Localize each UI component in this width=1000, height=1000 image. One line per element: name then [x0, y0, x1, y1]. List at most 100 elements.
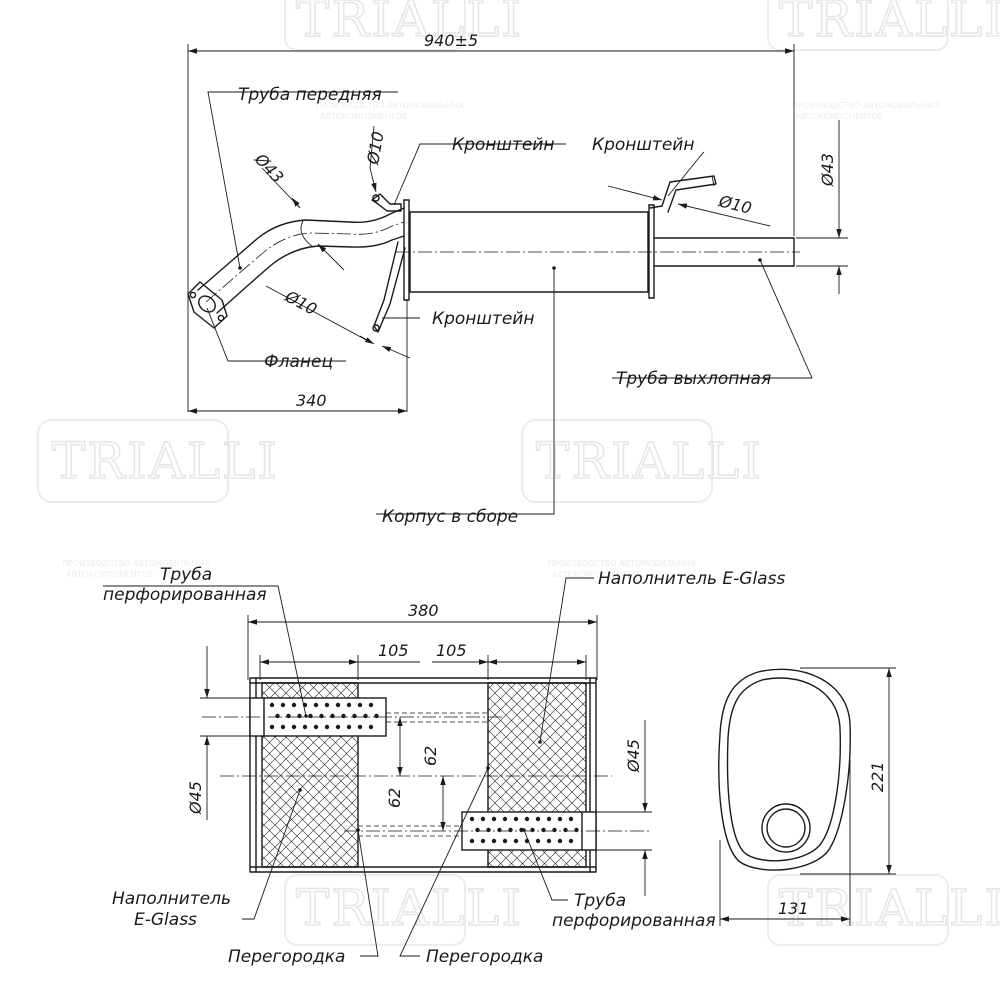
watermark-brand: TRIALLI — [779, 879, 1000, 937]
perforation-hole — [346, 724, 352, 730]
perforation-hole — [335, 724, 341, 730]
perforation-hole — [574, 827, 579, 833]
watermark-bottom-left: TRIALLI — [284, 874, 522, 946]
perforation-hole — [530, 827, 535, 833]
flange — [187, 281, 228, 329]
dimension-diam-left-value: Ø45 — [186, 781, 205, 815]
perforation-hole — [357, 702, 363, 708]
perforation-hole — [308, 713, 313, 719]
dimension-total-length: 940±5 — [187, 31, 795, 412]
label-filler-bottom-line1: Наполнитель — [112, 889, 231, 909]
perforation-hole — [480, 838, 486, 844]
watermark-brand: TRIALLI — [296, 0, 523, 48]
dimension-diam-exhaust: Ø43 — [796, 120, 848, 294]
watermark-mid-left: TRIALLI — [37, 419, 278, 503]
perforation-hole — [535, 838, 541, 844]
perforation-hole — [319, 713, 324, 719]
muffler-body — [396, 199, 800, 301]
perforation-hole — [352, 713, 357, 719]
dimension-offset-upper: 62 — [397, 717, 440, 776]
top-view: 940±5 340 — [187, 31, 848, 527]
label-baffle-2: Перегородка — [426, 947, 543, 967]
watermark-brand: TRIALLI — [779, 0, 1000, 48]
perforation-hole — [286, 713, 291, 719]
label-perforated-pipe-top-line1: Труба — [160, 565, 212, 585]
perforation-hole — [374, 713, 379, 719]
watermark-tagline: АВТОКОМПОНЕНТОВ — [320, 112, 407, 121]
perforation-hole — [346, 702, 352, 708]
dimension-diam-exhaust-value: Ø43 — [818, 153, 837, 187]
perforation-hole — [557, 838, 563, 844]
perforation-hole — [324, 724, 330, 730]
watermark-brand: TRIALLI — [536, 432, 763, 490]
dimension-diam-front-pipe-value: Ø43 — [250, 149, 287, 187]
dimension-offset-lower: 62 — [385, 776, 446, 831]
perforation-hole — [269, 724, 275, 730]
perforation-hole — [363, 713, 368, 719]
perforation-hole — [368, 724, 374, 730]
perforation-hole — [269, 702, 275, 708]
dimension-front-length-value: 340 — [296, 391, 327, 410]
exhaust-pipe — [653, 237, 795, 267]
end-view-body — [718, 668, 851, 871]
perforation-hole — [330, 713, 335, 719]
perforations-bottom — [469, 816, 579, 844]
dimension-section-length-value: 380 — [408, 601, 439, 620]
dimension-offset-lower-value: 62 — [385, 788, 404, 808]
dimension-offset-1-value: 105 — [378, 641, 409, 660]
perforation-hole — [541, 827, 546, 833]
perforation-hole — [313, 724, 319, 730]
perforation-hole — [546, 816, 552, 822]
dimension-end-width-value: 131 — [778, 899, 809, 918]
dimension-end-width: 131 — [719, 760, 851, 926]
perforation-hole — [341, 713, 346, 719]
dimension-end-height: 221 — [800, 667, 896, 875]
perforation-hole — [280, 724, 286, 730]
label-body-assembly: Корпус в сборе — [382, 507, 518, 527]
dimension-diam-bracket-top: Ø10 — [363, 125, 388, 193]
dimension-diam-bracket-bottom: Ø10 — [265, 285, 411, 359]
bracket-top-left — [371, 193, 402, 212]
perforated-pipe-top — [202, 697, 505, 737]
watermark-group: TRIALLI TRIALLI ПРОИЗВОДСТВО АВТОМОБИЛЬН… — [37, 0, 1000, 946]
dimension-section-offsets: 105 105 — [259, 641, 587, 680]
bracket-bottom-left — [372, 241, 406, 333]
perforation-hole — [291, 702, 297, 708]
dimension-diam-bracket-top-value: Ø10 — [363, 130, 388, 167]
dimension-total-length-value: 940±5 — [424, 31, 478, 50]
perforated-pipe-bottom — [344, 811, 650, 851]
perforation-hole — [335, 702, 341, 708]
label-flange: Фланец — [264, 352, 333, 372]
perforation-hole — [280, 702, 286, 708]
perforation-hole — [502, 816, 508, 822]
watermark-tagline: АВТОКОМПОНЕНТОВ — [66, 570, 153, 579]
perforation-hole — [502, 838, 508, 844]
perforation-hole — [297, 713, 302, 719]
dimension-diam-left: Ø45 — [186, 646, 250, 820]
dimension-diam-right: Ø45 — [596, 720, 652, 896]
perforation-hole — [486, 827, 491, 833]
bracket-right — [649, 175, 717, 213]
dimension-diam-bracket-bottom-value: Ø10 — [281, 286, 320, 319]
dimension-offset-2-value: 105 — [436, 641, 467, 660]
perforation-hole — [568, 816, 574, 822]
perforation-hole — [535, 816, 541, 822]
perforation-hole — [508, 827, 513, 833]
perforation-hole — [291, 724, 297, 730]
watermark-top-center: TRIALLI — [284, 0, 523, 51]
perforation-hole — [497, 827, 502, 833]
label-perforated-pipe-bottom-line2: перфорированная — [552, 911, 716, 931]
label-perforated-pipe-top-line2: перфорированная — [103, 585, 267, 605]
perforation-hole — [513, 838, 519, 844]
section-view: 380 105 105 — [103, 565, 785, 967]
label-bracket-bottom: Кронштейн — [432, 309, 534, 329]
perforation-hole — [469, 838, 475, 844]
label-baffle-1: Перегородка — [228, 947, 345, 967]
perforation-hole — [368, 702, 374, 708]
label-bracket-top: Кронштейн — [452, 135, 554, 155]
perforation-hole — [491, 838, 497, 844]
watermark-tagline: АВТОКОМПОНЕНТОВ — [552, 570, 639, 579]
perforation-hole — [491, 816, 497, 822]
perforation-hole — [357, 724, 363, 730]
